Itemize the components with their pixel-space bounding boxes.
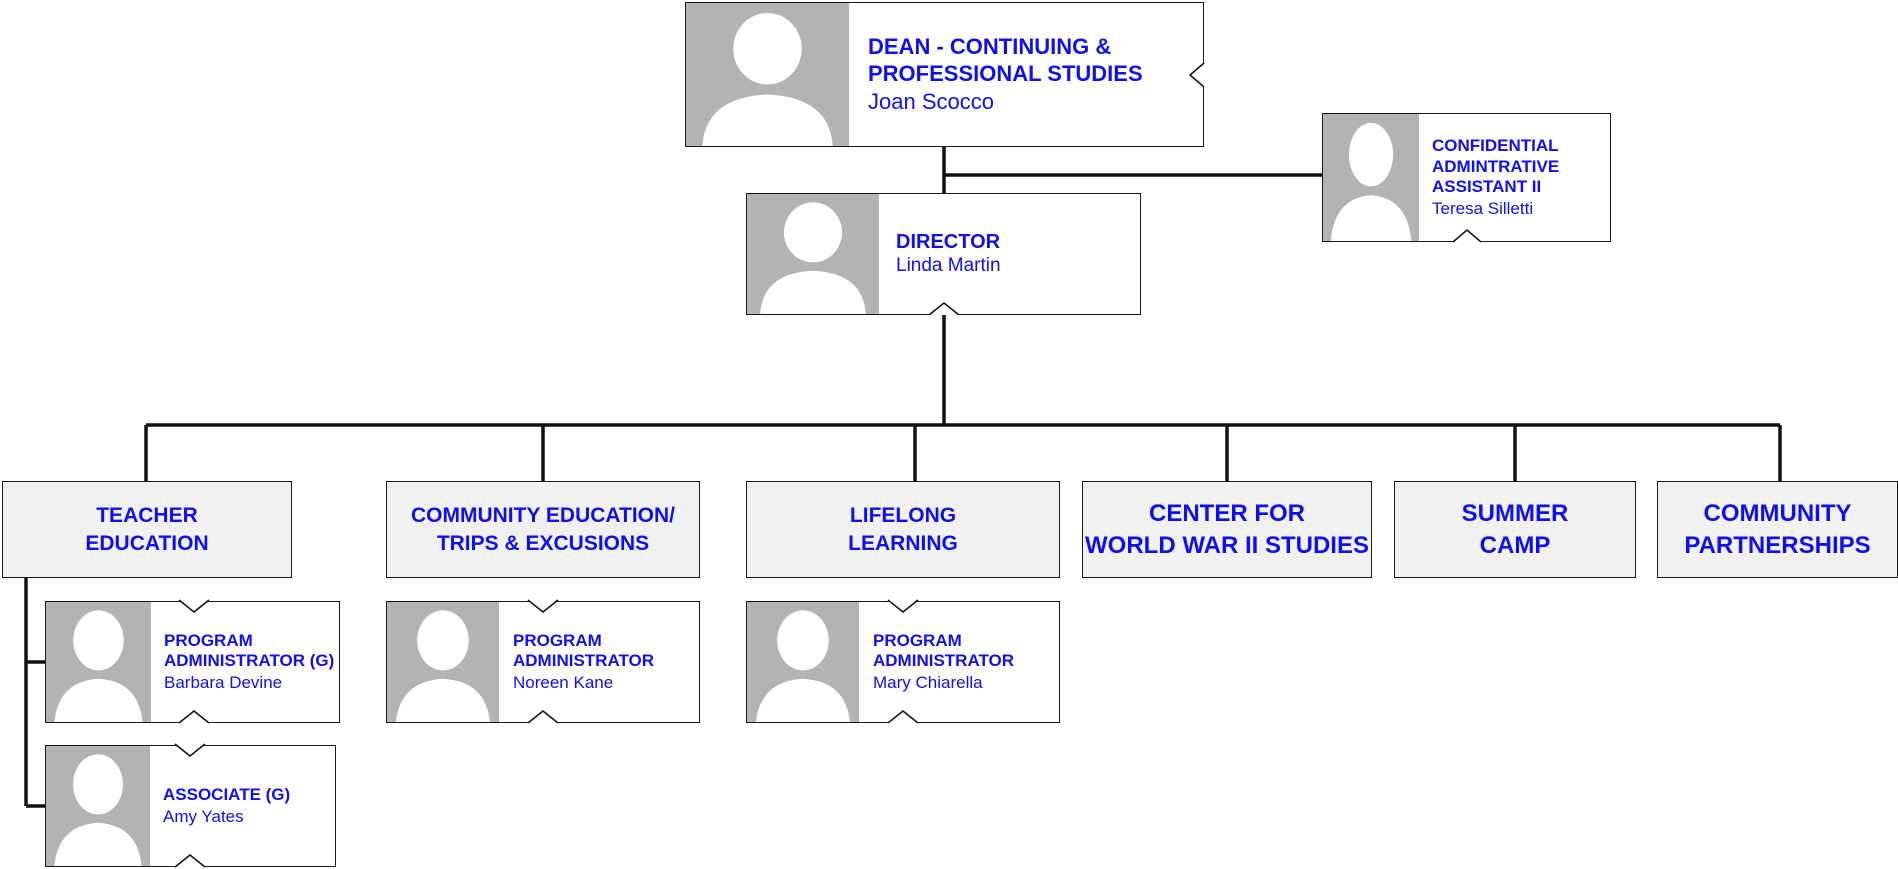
title-line: PROGRAM — [873, 630, 962, 650]
mary-top-notch — [887, 599, 919, 613]
person-silhouette-icon — [1330, 122, 1412, 241]
title-line: ADMINISTRATOR (G) — [164, 651, 335, 671]
position-title: PROGRAM ADMINISTRATOR — [513, 631, 697, 672]
dean-text: DEAN - CONTINUING & PROFESSIONAL STUDIES… — [868, 3, 1197, 146]
avatar — [46, 746, 150, 866]
title-line: CONFIDENTIAL — [1432, 135, 1559, 155]
person-name: Mary Chiarella — [873, 673, 983, 693]
dept-teacher-education[interactable]: TEACHER EDUCATION — [2, 481, 292, 578]
dept-community-education[interactable]: COMMUNITY EDUCATION/ TRIPS & EXCUSIONS — [386, 481, 700, 578]
barbara-bottom-notch — [178, 710, 210, 724]
person-silhouette-icon — [760, 202, 866, 314]
avatar — [686, 3, 849, 146]
position-title: PROGRAM ADMINISTRATOR (G) — [164, 631, 337, 672]
noreen-bottom-notch — [527, 710, 559, 724]
dept-lifelong-learning[interactable]: LIFELONG LEARNING — [746, 481, 1060, 578]
person-silhouette-icon — [54, 610, 143, 722]
avatar — [387, 602, 499, 722]
person-name: Noreen Kane — [513, 673, 614, 693]
avatar — [46, 602, 151, 722]
title-line: ASSISTANT II — [1432, 177, 1542, 197]
title-line: DEAN - CONTINUING & — [868, 33, 1112, 59]
mary-bottom-notch — [887, 710, 919, 724]
dept-label: LIFELONG LEARNING — [848, 504, 958, 555]
title-line: PROGRAM — [164, 630, 253, 650]
dean-notch — [1188, 62, 1205, 88]
dept-label: CENTER FOR WORLD WAR II STUDIES — [1085, 500, 1369, 559]
director-text: DIRECTOR Linda Martin — [896, 194, 1134, 314]
barbara-top-notch — [178, 599, 210, 613]
title-line: PROFESSIONAL STUDIES — [868, 60, 1143, 86]
position-title: CONFIDENTIAL ADMINTRATIVE ASSISTANT II — [1432, 136, 1606, 198]
dept-label: SUMMER CAMP — [1461, 500, 1569, 559]
person-name: Joan Scocco — [868, 88, 994, 114]
position-title: DIRECTOR — [896, 230, 1001, 253]
title-line: ADMINTRATIVE — [1432, 156, 1560, 176]
barbara-text: PROGRAM ADMINISTRATOR (G) Barbara Devine — [164, 602, 337, 722]
person-name: Barbara Devine — [164, 673, 283, 693]
dean-card[interactable]: DEAN - CONTINUING & PROFESSIONAL STUDIES… — [685, 2, 1204, 147]
position-title: PROGRAM ADMINISTRATOR — [873, 631, 1057, 672]
dept-label: COMMUNITY PARTNERSHIPS — [1684, 500, 1871, 559]
noreen-text: PROGRAM ADMINISTRATOR Noreen Kane — [513, 602, 697, 722]
noreen-card[interactable]: PROGRAM ADMINISTRATOR Noreen Kane — [386, 601, 700, 723]
mary-card[interactable]: PROGRAM ADMINISTRATOR Mary Chiarella — [746, 601, 1060, 723]
mary-text: PROGRAM ADMINISTRATOR Mary Chiarella — [873, 602, 1057, 722]
title-line: ADMINISTRATOR — [513, 651, 655, 671]
person-silhouette-icon — [54, 754, 142, 866]
dept-label: COMMUNITY EDUCATION/ TRIPS & EXCUSIONS — [410, 504, 676, 555]
amy-card[interactable]: ASSOCIATE (G) Amy Yates — [45, 745, 336, 867]
amy-text: ASSOCIATE (G) Amy Yates — [163, 746, 333, 866]
position-title: ASSOCIATE (G) — [163, 785, 291, 804]
assistant-notch — [1452, 229, 1482, 243]
barbara-card[interactable]: PROGRAM ADMINISTRATOR (G) Barbara Devine — [45, 601, 340, 723]
noreen-top-notch — [527, 599, 559, 613]
title-line: PROGRAM — [513, 630, 602, 650]
person-name: Amy Yates — [163, 806, 244, 826]
person-silhouette-icon — [755, 610, 851, 722]
person-silhouette-icon — [702, 13, 833, 146]
director-notch — [928, 302, 960, 316]
assistant-card[interactable]: CONFIDENTIAL ADMINTRATIVE ASSISTANT II T… — [1322, 113, 1611, 242]
dept-summer-camp[interactable]: SUMMER CAMP — [1394, 481, 1636, 578]
amy-bottom-notch — [174, 854, 206, 868]
dept-label: TEACHER EDUCATION — [85, 504, 209, 555]
dept-world-war-studies[interactable]: CENTER FOR WORLD WAR II STUDIES — [1082, 481, 1372, 578]
title-line: ADMINISTRATOR — [873, 651, 1015, 671]
avatar — [1323, 114, 1419, 241]
dept-community-partnerships[interactable]: COMMUNITY PARTNERSHIPS — [1657, 481, 1898, 578]
assistant-text: CONFIDENTIAL ADMINTRATIVE ASSISTANT II T… — [1432, 114, 1606, 241]
amy-top-notch — [174, 743, 206, 757]
avatar — [747, 602, 859, 722]
person-name: Teresa Silletti — [1432, 198, 1534, 218]
position-title: DEAN - CONTINUING & PROFESSIONAL STUDIES — [868, 34, 1197, 88]
director-card[interactable]: DIRECTOR Linda Martin — [746, 193, 1141, 315]
person-name: Linda Martin — [896, 255, 1001, 277]
person-silhouette-icon — [395, 610, 491, 722]
avatar — [747, 194, 879, 314]
